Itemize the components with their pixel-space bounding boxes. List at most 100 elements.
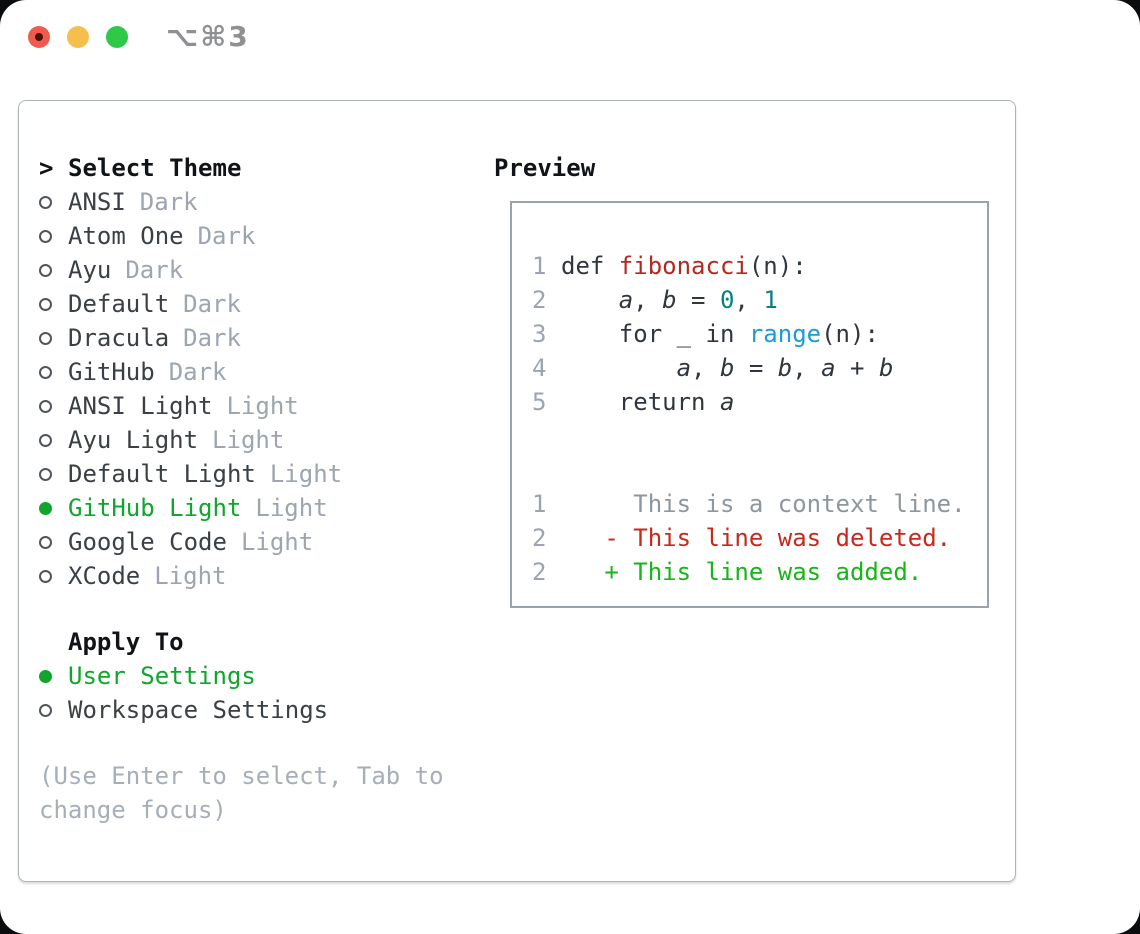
option-name: Default [68,290,170,318]
preview-header: Preview [494,151,595,185]
minimize-button[interactable] [67,26,89,48]
token-var: b [878,354,894,382]
line-number: 3 [532,320,547,348]
maximize-button[interactable] [106,26,128,48]
line-tokens: + This line was added. [561,558,922,586]
apply-to-option[interactable]: Workspace Settings [39,693,479,727]
code-line: 1 def fibonacci(n): [532,249,966,283]
diff-line: 2 + This line was added. [532,555,966,589]
option-name: User Settings [68,662,256,690]
diff-block: 1 This is a context line.2 - This line w… [532,487,966,589]
apply-to-option[interactable]: User Settings [39,659,479,693]
radio-circle-icon [39,229,52,243]
radio-marker [39,229,68,243]
radio-circle-icon [39,703,52,717]
option-name: GitHub Light [68,494,242,522]
option-name: Workspace Settings [68,696,329,724]
radio-marker [39,669,68,683]
theme-option[interactable]: GitHub Light Light [39,491,479,525]
token-var: a [676,354,692,382]
radio-marker [39,297,68,311]
token-ctx: This is a context line. [561,490,966,518]
theme-option[interactable]: XCode Light [39,559,479,593]
theme-variant-tag: Dark [183,290,241,318]
option-name: XCode [68,562,141,590]
line-tokens: for _ in range(n): [561,320,879,348]
line-number: 5 [532,388,547,416]
select-theme-title: Select Theme [68,154,242,182]
selection-arrow-icon: > [39,154,54,182]
token-var: b [662,286,677,314]
line-tokens: This is a context line. [561,490,966,518]
radio-circle-icon [39,535,52,549]
theme-option[interactable]: Default Dark [39,287,479,321]
token-code [561,354,677,382]
radio-circle-icon [39,399,52,413]
code-line: 2 a, b = 0, 1 [532,283,966,317]
radio-marker [39,703,68,717]
theme-variant-tag: Dark [139,188,198,216]
token-var: b [777,354,793,382]
line-number: 2 [532,524,547,552]
window-title: ⌥⌘3 [166,20,250,53]
theme-variant-tag: Light [212,426,285,454]
theme-variant-tag: Dark [168,358,227,386]
close-dot-icon [35,33,43,41]
token-code: = [734,354,778,382]
token-var: b [719,354,735,382]
token-var: a [618,286,634,314]
line-number: 1 [532,252,547,280]
line-tokens: return a [561,388,735,416]
token-code [561,286,619,314]
theme-variant-tag: Light [255,494,328,522]
radio-circle-icon [39,433,52,447]
radio-circle-icon [39,467,52,481]
token-code: return [561,388,720,416]
theme-option[interactable]: Default Light Light [39,457,479,491]
diff-line: 1 This is a context line. [532,487,966,521]
token-code: + [835,354,879,382]
token-code: (n): [748,252,807,280]
code-line: 3 for _ in range(n): [532,317,966,351]
token-code: , [734,286,764,314]
token-num: 0 [719,286,735,314]
token-var: a [821,354,836,382]
option-name: Default Light [68,460,256,488]
radio-circle-icon [39,569,52,583]
code-diff-gap [532,419,966,487]
theme-variant-tag: Light [154,562,227,590]
diff-line: 2 - This line was deleted. [532,521,966,555]
token-var: a [719,388,735,416]
theme-variant-tag: Light [269,460,343,488]
line-tokens: def fibonacci(n): [561,252,807,280]
token-builtin: range [748,320,822,348]
token-code: , [792,354,822,382]
radio-circle-icon [39,297,52,311]
radio-circle-icon [39,263,52,277]
option-name: Dracula [68,324,170,352]
option-name: ANSI [68,188,126,216]
theme-variant-tag: Light [226,392,299,420]
theme-option[interactable]: ANSI Dark [39,185,479,219]
token-code: def [561,252,619,280]
token-num: 1 [763,286,778,314]
radio-marker [39,399,68,413]
close-button[interactable] [28,26,50,48]
radio-marker [39,433,68,447]
radio-circle-icon [39,195,52,209]
radio-marker [39,467,68,481]
